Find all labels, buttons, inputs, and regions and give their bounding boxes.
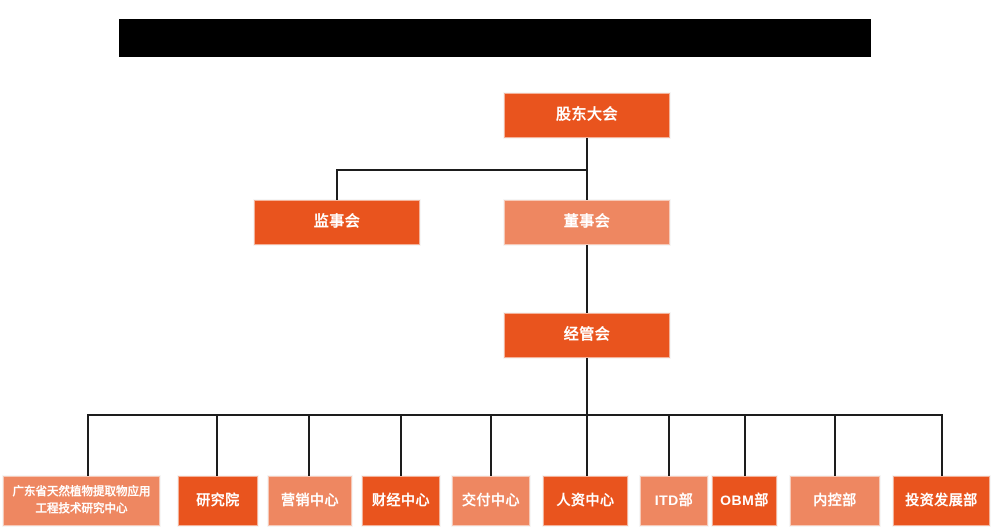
connector-department-bus <box>87 414 942 416</box>
node-institute[interactable]: 研究院 <box>178 476 258 526</box>
node-label-delivery: 交付中心 <box>462 492 520 509</box>
redacted-title-bar <box>119 19 871 57</box>
node-label-supervisors: 监事会 <box>313 213 361 231</box>
node-label-hr: 人资中心 <box>556 492 615 509</box>
node-hr[interactable]: 人资中心 <box>543 476 628 526</box>
node-delivery[interactable]: 交付中心 <box>452 476 530 526</box>
node-label-itd: ITD部 <box>654 492 694 509</box>
node-label-marketing: 营销中心 <box>281 492 339 509</box>
node-label-finance: 财经中心 <box>372 492 430 509</box>
connector-drop-investment <box>941 414 943 476</box>
connector-drop-itd <box>668 414 670 476</box>
node-directors[interactable]: 董事会 <box>504 200 670 245</box>
connector-drop-research-center <box>87 414 89 476</box>
connector-drop-marketing <box>308 414 310 476</box>
node-obm[interactable]: OBM部 <box>712 476 777 526</box>
connector-directors-drop <box>586 169 588 200</box>
connector-drop-delivery <box>490 414 492 476</box>
node-label-directors: 董事会 <box>563 213 611 231</box>
connector-shareholders-bus <box>336 169 587 171</box>
connector-management-down <box>586 358 588 415</box>
node-shareholders[interactable]: 股东大会 <box>504 93 670 138</box>
connector-drop-institute <box>216 414 218 476</box>
connector-drop-obm <box>744 414 746 476</box>
node-marketing[interactable]: 营销中心 <box>268 476 352 526</box>
node-research-center[interactable]: 广东省天然植物提取物应用 工程技术研究中心 <box>3 476 160 526</box>
node-management[interactable]: 经管会 <box>504 313 670 358</box>
connector-drop-finance <box>400 414 402 476</box>
node-itd[interactable]: ITD部 <box>640 476 708 526</box>
node-label-management: 经管会 <box>563 326 611 344</box>
node-label-shareholders: 股东大会 <box>555 106 618 124</box>
node-label-institute: 研究院 <box>196 492 240 509</box>
node-label-obm: OBM部 <box>720 492 769 509</box>
node-investment[interactable]: 投资发展部 <box>893 476 990 526</box>
node-internal-control[interactable]: 内控部 <box>790 476 880 526</box>
connector-drop-internal-control <box>834 414 836 476</box>
node-supervisors[interactable]: 监事会 <box>254 200 420 245</box>
connector-supervisors-drop <box>336 169 338 200</box>
connector-drop-hr <box>586 414 588 476</box>
node-label-investment: 投资发展部 <box>905 492 978 509</box>
connector-directors-to-management <box>586 245 588 313</box>
connector-shareholders-down <box>586 138 588 170</box>
node-label-internal-control: 内控部 <box>813 492 857 509</box>
node-label-research-center: 广东省天然植物提取物应用 工程技术研究中心 <box>12 486 151 515</box>
node-finance[interactable]: 财经中心 <box>362 476 440 526</box>
